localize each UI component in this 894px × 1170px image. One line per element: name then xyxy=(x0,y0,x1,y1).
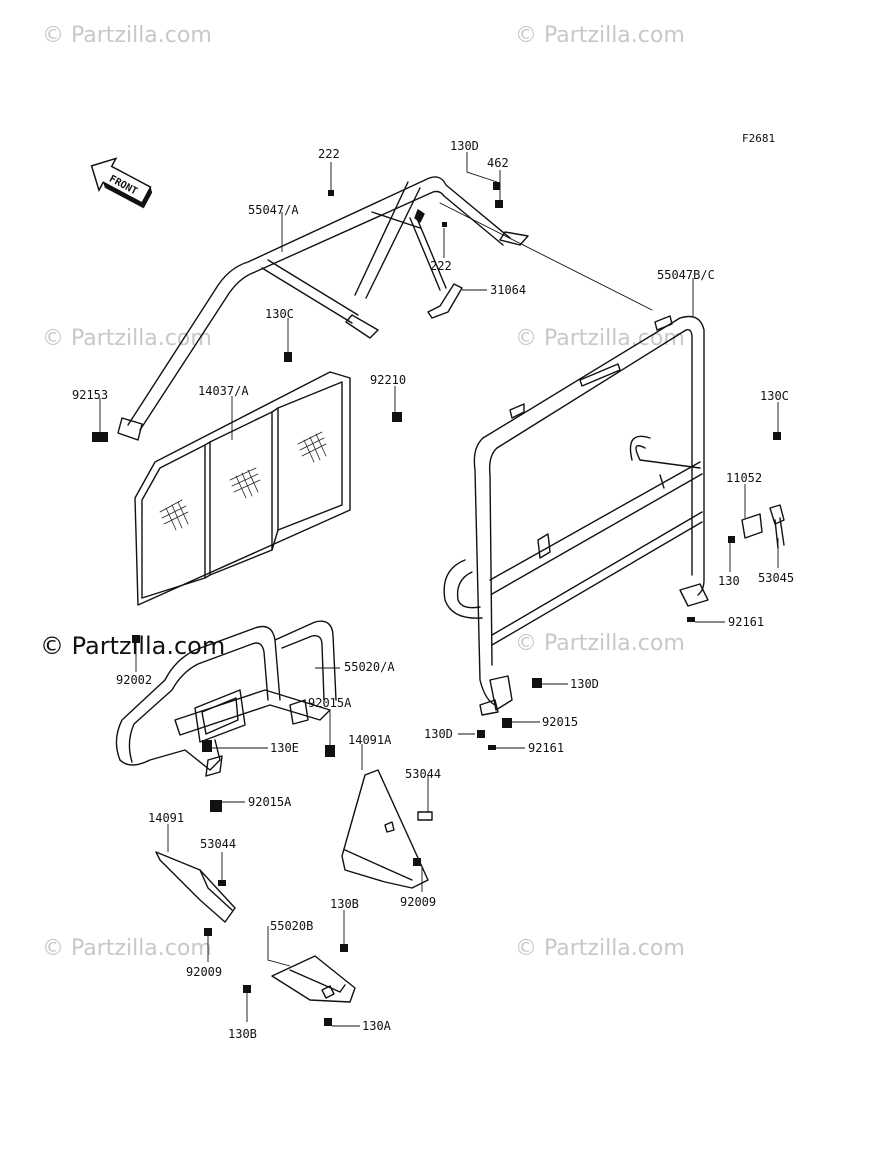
guard-14091 xyxy=(155,851,236,923)
bolt-icon xyxy=(324,1018,332,1026)
callout-130: 130 xyxy=(718,574,740,588)
clip-icon xyxy=(204,928,212,936)
clip-icon xyxy=(413,858,421,866)
callout-130d-c: 130D xyxy=(424,727,453,741)
callout-31064: 31064 xyxy=(490,283,526,297)
plate-55020B xyxy=(271,955,356,1003)
callout-53044: 53044 xyxy=(405,767,441,781)
watermark: © Partzilla.com xyxy=(42,326,212,351)
guard-14091A xyxy=(341,769,429,889)
bolt-icon xyxy=(493,182,500,190)
bolt-icon xyxy=(728,536,735,543)
seatbelt-buckle xyxy=(741,504,785,549)
callout-53044-b: 53044 xyxy=(200,837,236,851)
bolt-icon xyxy=(532,678,542,688)
callout-130b-b: 130B xyxy=(228,1027,257,1041)
rear-roll-frame xyxy=(439,202,709,716)
upper-roll-bar xyxy=(117,176,529,441)
callout-92210: 92210 xyxy=(370,373,406,387)
grommet-icon xyxy=(210,800,222,812)
front-arrow-icon: FRONT xyxy=(90,157,153,209)
callout-130c: 130C xyxy=(265,307,294,321)
callout-92015: 92015 xyxy=(542,715,578,729)
nut-icon xyxy=(495,200,503,208)
callout-55020-a: 55020/A xyxy=(344,660,395,674)
callout-92015a: 92015A xyxy=(308,696,352,710)
leader-lines xyxy=(99,152,779,1027)
bolt-icon xyxy=(477,730,485,738)
callout-55020b: 55020B xyxy=(270,919,313,933)
watermark: © Partzilla.com xyxy=(515,631,685,656)
front-bumper xyxy=(115,620,337,777)
bolt-icon xyxy=(442,222,447,227)
callout-92002: 92002 xyxy=(116,673,152,687)
watermark: © Partzilla.com xyxy=(515,23,685,48)
watermark: © Partzilla.com xyxy=(515,936,685,961)
strap-icon xyxy=(218,880,226,886)
callout-14091: 14091 xyxy=(148,811,184,825)
callout-222: 222 xyxy=(318,147,340,161)
callout-92009-b: 92009 xyxy=(186,965,222,979)
screen-mesh xyxy=(159,431,327,531)
callout-14037-a: 14037/A xyxy=(198,384,249,398)
grommet-icon xyxy=(325,745,335,757)
callout-14091a: 14091A xyxy=(348,733,392,747)
callout-55047b-c: 55047B/C xyxy=(657,268,715,282)
callout-11052: 11052 xyxy=(726,471,762,485)
bolt-icon xyxy=(328,190,334,196)
callout-130c-b: 130C xyxy=(760,389,789,403)
nut-icon xyxy=(392,412,402,422)
bolt-icon xyxy=(340,944,348,952)
watermark: © Partzilla.com xyxy=(42,936,212,961)
fasteners xyxy=(92,182,781,1026)
callout-130b: 130B xyxy=(330,897,359,911)
callout-92161-b: 92161 xyxy=(528,741,564,755)
plug-icon xyxy=(132,635,140,643)
rear-screen xyxy=(134,371,351,606)
callout-53045: 53045 xyxy=(758,571,794,585)
bolt-icon xyxy=(202,740,212,752)
figure-code: F2681 xyxy=(742,132,775,145)
nut-icon xyxy=(502,718,512,728)
callout-130d-b: 130D xyxy=(570,677,599,691)
callout-222-b: 222 xyxy=(430,259,452,273)
washer-icon xyxy=(488,745,496,750)
bolt-icon xyxy=(773,432,781,440)
bolt-icon xyxy=(243,985,251,993)
callout-55047-a: 55047/A xyxy=(248,203,299,217)
callout-130d: 130D xyxy=(450,139,479,153)
callout-92153: 92153 xyxy=(72,388,108,402)
strap-53044 xyxy=(417,811,433,821)
callout-130e: 130E xyxy=(270,741,299,755)
callout-92161: 92161 xyxy=(728,615,764,629)
watermark: © Partzilla.com xyxy=(42,23,212,48)
bolt-icon xyxy=(92,432,108,442)
callout-130a: 130A xyxy=(362,1019,392,1033)
bolt-icon xyxy=(284,352,292,362)
callout-92009: 92009 xyxy=(400,895,436,909)
callout-92015a-b: 92015A xyxy=(248,795,292,809)
washer-icon xyxy=(687,617,695,622)
callout-labels: 222 130D 462 55047/A 222 31064 55047B/C … xyxy=(72,139,794,1041)
callout-462: 462 xyxy=(487,156,509,170)
